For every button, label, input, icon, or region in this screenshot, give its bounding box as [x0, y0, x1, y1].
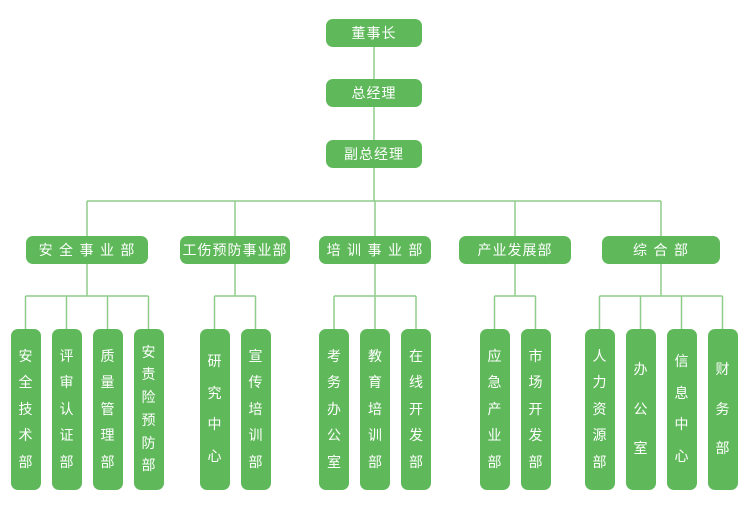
unit-safety-1: 安全技术部 — [10, 329, 41, 490]
unit-general-3: 信息中心 — [666, 329, 697, 490]
unit-injury-prevention-1: 研究中心 — [199, 329, 230, 490]
unit-injury-prevention-2: 宣传培训部 — [240, 329, 271, 490]
division-general: 综 合 部 — [602, 236, 720, 264]
unit-training-2: 教育培训部 — [360, 329, 390, 490]
unit-general-1: 人力资源部 — [584, 329, 615, 490]
unit-training-1: 考务办公室 — [319, 329, 349, 490]
division-industry: 产业发展部 — [459, 236, 571, 264]
unit-safety-2: 评审认证部 — [51, 329, 82, 490]
division-injury-prevention: 工伤预防事业部 — [180, 236, 290, 264]
unit-general-2: 办公室 — [625, 329, 656, 490]
unit-industry-1: 应急产业部 — [479, 329, 510, 490]
unit-safety-3: 质量管理部 — [92, 329, 123, 490]
unit-general-4: 财务部 — [707, 329, 738, 490]
chairman-box: 董事长 — [326, 19, 422, 47]
unit-training-3: 在线开发部 — [401, 329, 431, 490]
gm-box: 总经理 — [326, 79, 422, 107]
division-training: 培 训 事 业 部 — [319, 236, 431, 264]
deputy-gm-box: 副总经理 — [326, 140, 422, 168]
unit-industry-2: 市场开发部 — [520, 329, 551, 490]
division-safety: 安 全 事 业 部 — [26, 236, 148, 264]
unit-safety-4: 安责险预防部 — [133, 329, 164, 490]
